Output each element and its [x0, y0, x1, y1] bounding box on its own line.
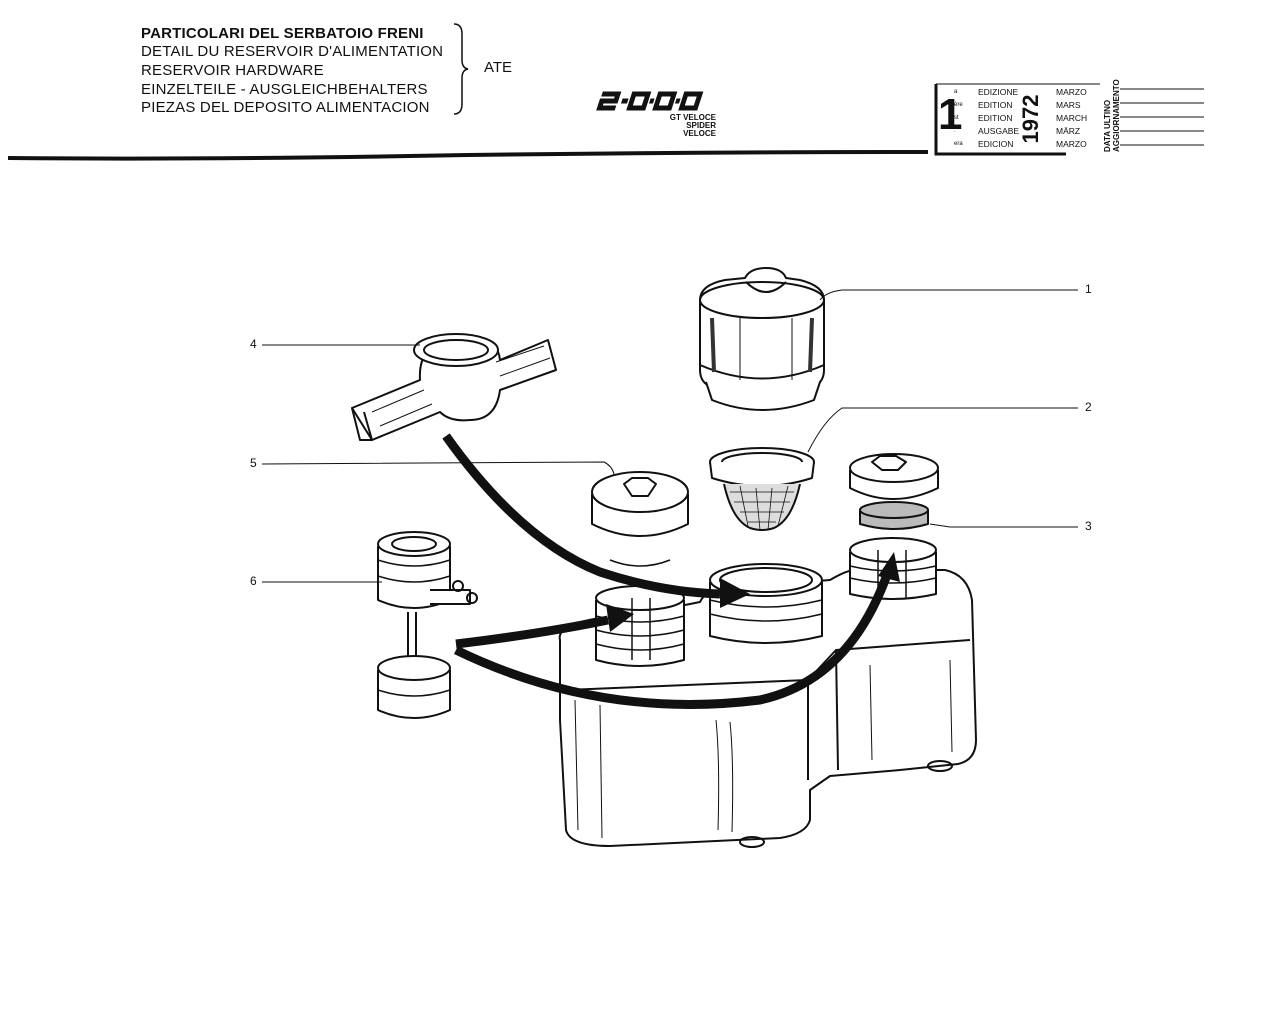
callout-leaders	[261, 289, 1078, 583]
title-line-es: PIEZAS DEL DEPOSITO ALIMENTACION	[141, 99, 430, 116]
edition-suffix: a	[954, 89, 958, 95]
brand-label: ATE	[484, 59, 513, 76]
callout-4: 4	[250, 337, 257, 351]
edition-label-de: AUSGABE	[978, 126, 1020, 136]
edition-month-de: MÄRZ	[1056, 126, 1081, 136]
callout-2: 2	[1085, 400, 1092, 414]
brace-icon	[453, 23, 469, 115]
edition-month-es: MARZO	[1056, 139, 1087, 149]
edition-month-fr: MARS	[1056, 100, 1081, 110]
edition-label-it: EDIZIONE	[978, 87, 1019, 97]
edition-suffix: st	[954, 115, 959, 121]
edition-label-fr: EDITION	[978, 100, 1013, 110]
edition-box	[934, 83, 1100, 156]
title-line-it: PARTICOLARI DEL SERBATOIO FRENI	[141, 25, 424, 42]
update-lines	[1120, 88, 1204, 146]
edition-month-en: MARCH	[1056, 113, 1088, 123]
callout-6: 6	[250, 574, 257, 588]
part-4-float-bridge	[351, 333, 557, 441]
part-5-nut	[591, 471, 689, 567]
title-line-en: RESERVOIR HARDWARE	[141, 62, 324, 79]
edition-suffix: era	[954, 141, 963, 147]
part-6-level-sensor	[377, 531, 478, 719]
title-line-de: EINZELTEILE - AUSGLEICHBEHALTERS	[141, 81, 428, 98]
edition-label-en: EDITION	[978, 113, 1013, 123]
part-3-plug	[849, 453, 939, 530]
edition-label-es: EDICION	[978, 139, 1014, 149]
callout-1: 1	[1085, 282, 1092, 296]
edition-month-it: MARZO	[1056, 87, 1087, 97]
model-line-spider: SPIDER VELOCE	[683, 121, 716, 138]
part-1-cap	[699, 267, 825, 411]
model-line-gt: GT VELOCE	[669, 113, 716, 122]
edition-suffix: .	[954, 128, 956, 134]
part-2-strainer	[709, 447, 815, 531]
model-logo: 2000	[596, 88, 718, 119]
callout-3: 3	[1085, 519, 1092, 533]
header-divider	[8, 150, 929, 161]
edition-suffix: ère	[954, 102, 963, 108]
callout-5: 5	[250, 456, 257, 470]
title-line-fr: DETAIL DU RESERVOIR D'ALIMENTATION	[141, 43, 444, 60]
edition-number: 1	[938, 90, 963, 139]
assembly-arrows	[442, 433, 893, 709]
model-logo-icon	[596, 91, 704, 111]
